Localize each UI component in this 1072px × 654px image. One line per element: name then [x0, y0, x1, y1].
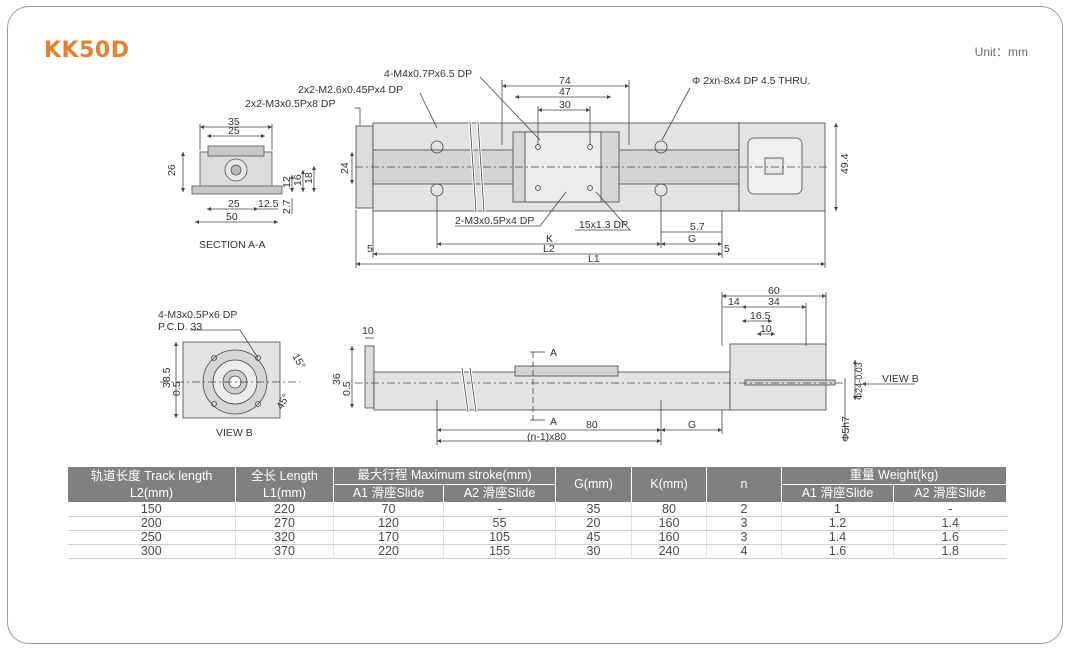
- dim-g: G: [688, 233, 696, 245]
- dim-16-5: 16.5: [750, 310, 771, 322]
- header-g: G(mm): [555, 466, 632, 503]
- dim-18: 18: [303, 172, 315, 184]
- section-mark-a-bottom: A: [550, 416, 557, 428]
- header-weight-a1: A1 滑座Slide: [781, 484, 894, 503]
- dim-14: 14: [728, 296, 740, 308]
- dim-80: 80: [586, 419, 598, 431]
- label-m3-6dp: 4-M3x0.5Px6 DP: [158, 309, 237, 321]
- page-frame: [7, 6, 1063, 644]
- label-15x13dp: 15x1.3 DP: [579, 219, 628, 231]
- dim-15-deg: 15°: [289, 352, 307, 372]
- dim-n1x80: (n-1)x80: [527, 431, 566, 443]
- header-k: K(mm): [631, 466, 707, 503]
- technical-drawing: SECTION A-A VIEW B VIEW B 2x2-M3x0.5Px8 …: [158, 68, 919, 445]
- dim-26: 26: [166, 164, 178, 176]
- label-thru: Φ 2xn-8x4 DP 4.5 THRU.: [692, 75, 810, 87]
- view-b: [160, 329, 300, 419]
- dim-50: 50: [226, 211, 238, 223]
- dim-phi5h7: Φ5h7: [840, 416, 852, 442]
- dim-74: 74: [559, 75, 571, 87]
- dim-49-4: 49.4: [839, 153, 851, 174]
- label-m26-4dp: 2x2-M2.6x0.45Px4 DP: [298, 84, 403, 96]
- dim-5-7: 5.7: [690, 221, 705, 233]
- dim-2-7: 2.7: [281, 199, 293, 214]
- dim-30: 30: [559, 99, 571, 111]
- header-n: n: [706, 466, 782, 503]
- dim-10-view: 10: [760, 323, 772, 335]
- header-max-stroke: 最大行程 Maximum stroke(mm): [333, 466, 556, 485]
- dim-l2: L2: [543, 243, 555, 255]
- dim-25-bottom: 25: [228, 198, 240, 210]
- section-label: SECTION A-A: [199, 239, 266, 251]
- dim-25-top: 25: [228, 125, 240, 137]
- dim-38-5: 38.5: [161, 367, 173, 388]
- label-m3-4dp: 2-M3x0.5Px4 DP: [455, 215, 534, 227]
- header-weight-a2: A2 滑座Slide: [893, 484, 1007, 503]
- dim-47: 47: [559, 86, 571, 98]
- dim-12-5: 12.5: [258, 198, 279, 210]
- view-b-marker: VIEW B: [882, 373, 919, 385]
- section-mark-a-top: A: [550, 347, 557, 359]
- dim-36: 36: [331, 373, 343, 385]
- dim-35: 35: [228, 116, 240, 128]
- header-stroke-a1: A1 滑座Slide: [333, 484, 444, 503]
- side-view: [350, 292, 915, 445]
- dim-60: 60: [768, 285, 780, 297]
- dim-24: 24: [339, 162, 351, 174]
- dim-0-5: 0.5: [171, 381, 183, 396]
- label-m4-65dp: 4-M4x0.7Px6.5 DP: [384, 68, 472, 80]
- dim-34: 34: [768, 296, 780, 308]
- label-m3-8dp: 2x2-M3x0.5Px8 DP: [245, 98, 335, 110]
- section-a-a-view: [181, 124, 316, 224]
- label-pcd: P.C.D. 33: [158, 321, 202, 333]
- header-stroke-a2: A2 滑座Slide: [443, 484, 556, 503]
- unit-label: Unit：mm: [974, 45, 1028, 59]
- dim-k: K: [546, 233, 553, 245]
- view-b-label: VIEW B: [216, 427, 253, 439]
- dim-10-side: 10: [362, 325, 374, 337]
- dim-5-left: 5: [367, 243, 373, 255]
- dim-5-right: 5: [724, 243, 730, 255]
- dim-12: 12: [281, 176, 293, 188]
- top-view: [350, 76, 838, 268]
- dim-l1: L1: [588, 253, 600, 265]
- header-weight: 重量 Weight(kg): [781, 466, 1007, 485]
- dim-0-5-side: 0.5: [341, 381, 353, 396]
- dim-16: 16: [292, 174, 304, 186]
- product-title: KK50D: [44, 38, 130, 63]
- dim-g-side: G: [688, 419, 696, 431]
- dim-phi24: Φ24-0.03: [854, 362, 864, 400]
